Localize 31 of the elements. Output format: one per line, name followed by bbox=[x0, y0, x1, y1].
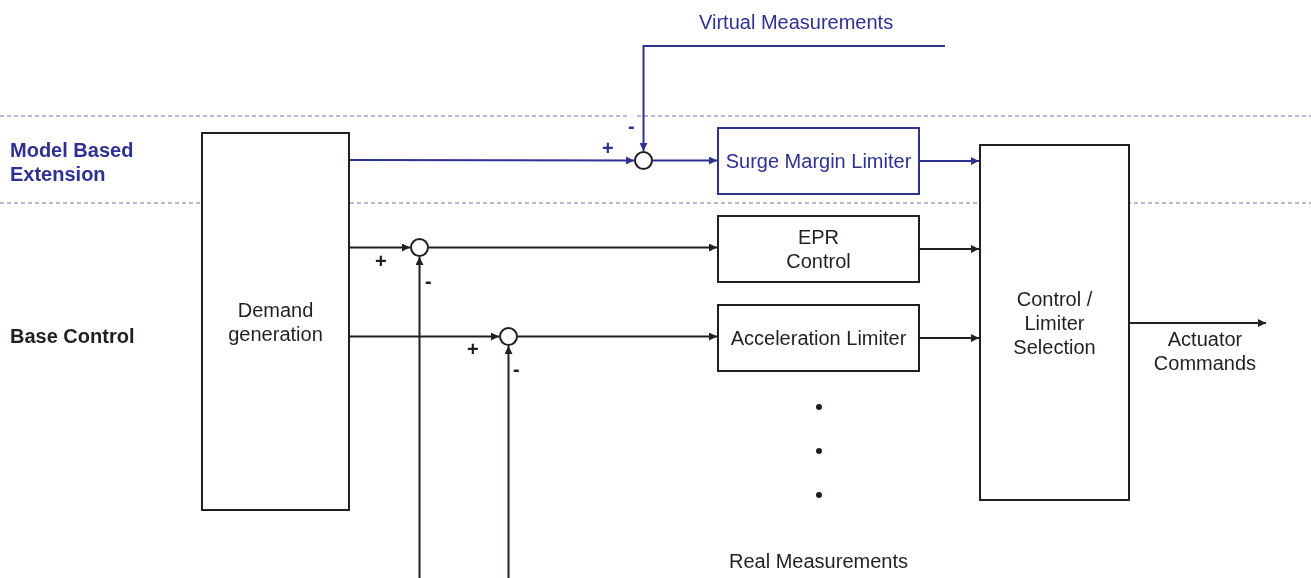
process-box bbox=[717, 127, 920, 195]
box-label: Acceleration Limiter bbox=[730, 326, 907, 350]
arrow bbox=[349, 332, 500, 341]
arrow bbox=[919, 157, 980, 165]
arrow bbox=[652, 156, 718, 165]
arrow bbox=[504, 345, 513, 578]
box-label: Demand generation bbox=[227, 297, 324, 346]
section-label: Base Control bbox=[10, 324, 136, 348]
arrow bbox=[428, 243, 718, 252]
summing-junction bbox=[410, 238, 429, 257]
summing-junction bbox=[634, 151, 653, 170]
box-label: Control / Limiter Selection bbox=[1012, 286, 1097, 359]
section-label: Model Based Extension bbox=[10, 138, 135, 186]
arrow bbox=[349, 243, 411, 252]
arrow bbox=[349, 156, 635, 165]
process-box bbox=[717, 215, 920, 283]
arrow bbox=[415, 256, 424, 578]
arrow bbox=[517, 332, 718, 341]
process-box bbox=[979, 144, 1130, 501]
process-box bbox=[201, 132, 350, 511]
signal-label: Real Measurements bbox=[729, 549, 909, 573]
arrow bbox=[919, 245, 980, 253]
arrow bbox=[639, 45, 946, 152]
signal-label: Virtual Measurements bbox=[699, 10, 895, 34]
summing-junction bbox=[499, 327, 518, 346]
arrow bbox=[1129, 319, 1267, 327]
edge-label: Actuator Commands bbox=[1152, 327, 1258, 375]
box-label: EPR Control bbox=[785, 225, 852, 273]
arrow bbox=[919, 334, 980, 342]
process-box bbox=[717, 304, 920, 372]
box-label: Surge Margin Limiter bbox=[725, 149, 912, 173]
